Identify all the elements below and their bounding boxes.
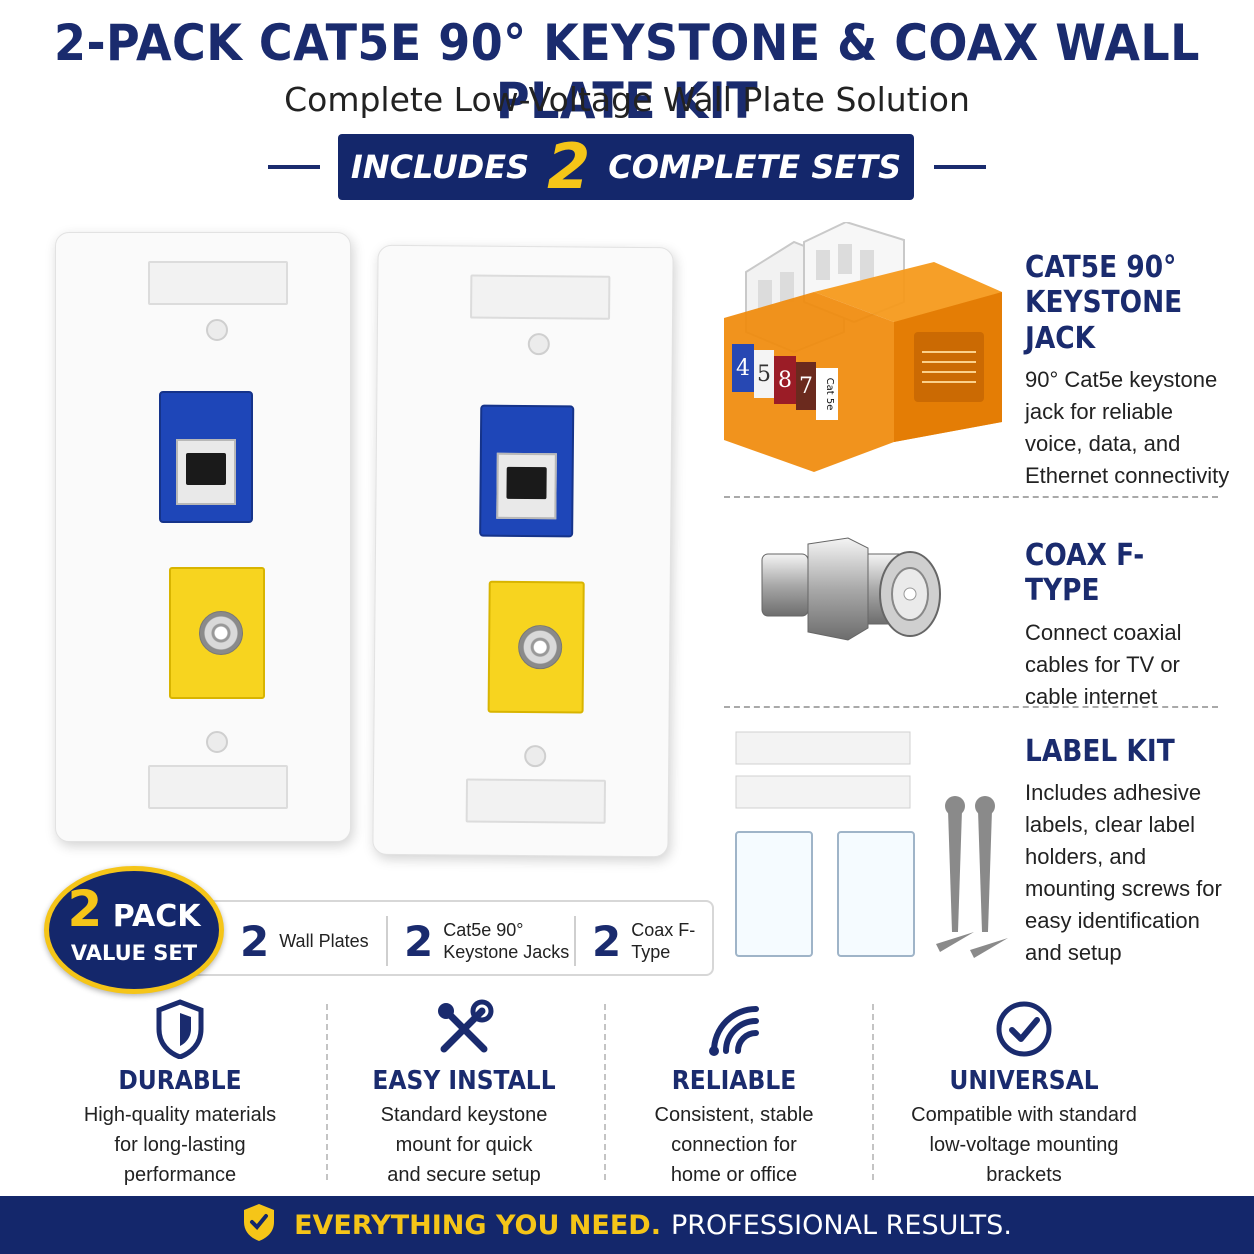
check-circle-icon bbox=[886, 994, 1162, 1064]
screw-hole bbox=[527, 333, 550, 356]
page-title: 2-PACK CAT5E 90° KEYSTONE & COAX WALL PL… bbox=[54, 14, 1200, 130]
screw-hole bbox=[206, 731, 228, 753]
page-subtitle: Complete Low-Voltage Wall Plate Solution bbox=[284, 80, 970, 119]
pack-separator bbox=[386, 916, 388, 966]
divider bbox=[724, 706, 1218, 708]
screw-hole bbox=[524, 745, 547, 768]
jack-pin-label: 8 bbox=[778, 368, 792, 393]
ethernet-keystone-port bbox=[159, 391, 253, 523]
pack-item-label: Coax F-Type bbox=[631, 920, 696, 962]
label-kit-image bbox=[735, 731, 1008, 958]
includes-banner: INCLUDES 2 COMPLETE SETS bbox=[338, 134, 914, 200]
feature-description: Includes adhesive labels, clear label ho… bbox=[1025, 780, 1222, 966]
feature-coax: COAX F-TYPE Connect coaxial cables for T… bbox=[1025, 538, 1235, 713]
pack-item-count: 2 bbox=[592, 916, 622, 966]
feature-keystone-jack: CAT5E 90°KEYSTONE JACK 90° Cat5e keyston… bbox=[1025, 250, 1235, 492]
tools-icon bbox=[326, 994, 602, 1064]
wall-plate-image bbox=[55, 232, 351, 842]
screw-hole bbox=[206, 319, 228, 341]
banner-label-left: INCLUDES bbox=[350, 148, 530, 186]
footer-text: PROFESSIONAL RESULTS. bbox=[670, 1209, 1012, 1241]
coax-keystone-port bbox=[169, 567, 265, 699]
wall-plate-image bbox=[372, 244, 674, 858]
footer-banner: EVERYTHING YOU NEED. PROFESSIONAL RESULT… bbox=[0, 1196, 1254, 1254]
divider bbox=[604, 1004, 606, 1180]
shield-icon bbox=[42, 994, 318, 1064]
badge-subtitle: VALUE SET bbox=[70, 941, 198, 965]
feature-description: 90° Cat5e keystone jack for reliable voi… bbox=[1025, 367, 1230, 489]
footer-shield-icon bbox=[242, 1202, 276, 1249]
label-window bbox=[148, 765, 288, 809]
divider bbox=[872, 1004, 874, 1180]
signal-icon bbox=[596, 994, 872, 1064]
jack-side-text: Cat 5e bbox=[824, 378, 835, 411]
pack-item-coax: 2 Coax F-Type bbox=[592, 916, 712, 966]
jack-pin-label: 7 bbox=[799, 374, 813, 399]
divider bbox=[326, 1004, 328, 1180]
benefit-title: EASY INSTALL bbox=[372, 1066, 556, 1096]
pack-item-count: 2 bbox=[240, 916, 270, 966]
badge-number: 2 bbox=[67, 880, 103, 938]
feature-title: CAT5E 90°KEYSTONE JACK bbox=[1025, 250, 1183, 356]
label-window bbox=[470, 274, 611, 320]
pack-contents-bar: 2 Wall Plates 2 Cat5e 90°Keystone Jacks … bbox=[180, 900, 714, 976]
benefit-title: UNIVERSAL bbox=[949, 1066, 1099, 1096]
pack-separator bbox=[574, 916, 576, 966]
feature-title: COAX F-TYPE bbox=[1025, 538, 1145, 609]
banner-number: 2 bbox=[547, 130, 591, 203]
value-set-badge: 2 PACK VALUE SET bbox=[44, 866, 224, 994]
pack-item-keystone-jacks: 2 Cat5e 90°Keystone Jacks bbox=[404, 916, 569, 966]
badge-word: PACK bbox=[112, 899, 201, 934]
pack-item-label: Wall Plates bbox=[279, 931, 369, 951]
feature-title: LABEL KIT bbox=[1025, 734, 1175, 769]
pack-item-count: 2 bbox=[404, 916, 434, 966]
feature-description: Connect coaxial cables for TV or cable i… bbox=[1025, 619, 1182, 709]
pack-item-label: Cat5e 90°Keystone Jacks bbox=[443, 920, 570, 962]
ethernet-keystone-port bbox=[479, 404, 575, 538]
banner-divider-left bbox=[268, 165, 320, 169]
benefit-title: DURABLE bbox=[118, 1066, 242, 1096]
coax-coupler-image bbox=[761, 537, 941, 641]
feature-label-kit: LABEL KIT Includes adhesive labels, clea… bbox=[1025, 734, 1235, 969]
footer-highlight: EVERYTHING YOU NEED. bbox=[294, 1209, 661, 1241]
benefit-title: RELIABLE bbox=[671, 1066, 797, 1096]
jack-pin-label: 5 bbox=[757, 362, 771, 387]
keystone-jack-image: 4 5 8 7 Cat 5e bbox=[724, 222, 1002, 472]
jack-pin-label: 4 bbox=[736, 356, 750, 381]
divider bbox=[724, 496, 1218, 498]
banner-label-right: COMPLETE SETS bbox=[608, 148, 902, 186]
label-window bbox=[465, 778, 607, 824]
banner-divider-right bbox=[934, 165, 986, 169]
pack-item-wall-plates: 2 Wall Plates bbox=[240, 916, 369, 966]
label-window bbox=[148, 261, 288, 305]
coax-keystone-port bbox=[487, 580, 585, 714]
